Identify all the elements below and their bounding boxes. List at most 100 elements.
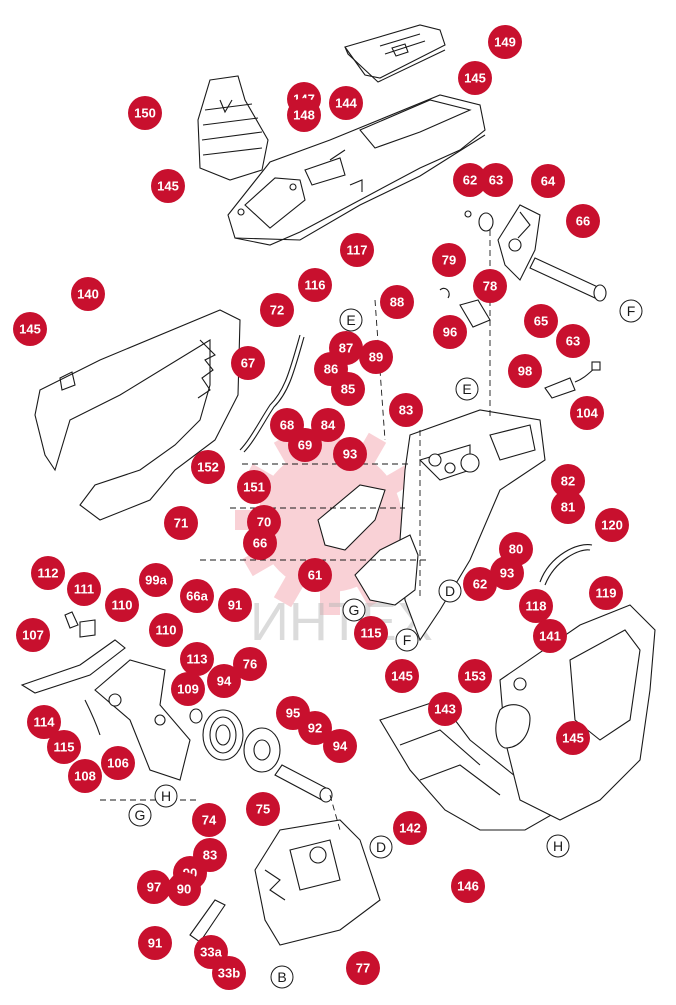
callout-circle [288,428,322,462]
part-callout-92[interactable]: 92 [298,711,332,745]
callout-label: 107 [22,628,44,643]
part-callout-143[interactable]: 143 [428,692,462,726]
part-callout-89[interactable]: 89 [359,340,393,374]
part-callout-84[interactable]: 84 [311,408,345,442]
callout-circle [149,613,183,647]
part-callout-81[interactable]: 81 [551,490,585,524]
part-callout-62[interactable]: 62 [463,567,497,601]
part-callout-91[interactable]: 91 [138,926,172,960]
part-callout-113[interactable]: 113 [180,642,214,676]
part-callout-62[interactable]: 62 [453,163,487,197]
part-callout-149[interactable]: 149 [488,25,522,59]
callout-circle [451,869,485,903]
part-callout-91[interactable]: 91 [218,588,252,622]
part-callout-90[interactable]: 90 [167,872,201,906]
part-callout-120[interactable]: 120 [595,508,629,542]
part-callout-67[interactable]: 67 [231,346,265,380]
part-callout-63[interactable]: 63 [479,163,513,197]
part-callout-110[interactable]: 110 [105,588,139,622]
part-callout-116[interactable]: 116 [298,268,332,302]
part-callout-66[interactable]: 66 [243,526,277,560]
part-callout-118[interactable]: 118 [519,589,553,623]
part-callout-145[interactable]: 145 [556,721,590,755]
callout-circle [180,642,214,676]
part-callout-96[interactable]: 96 [433,315,467,349]
part-callout-85[interactable]: 85 [331,372,365,406]
part-callout-65[interactable]: 65 [524,304,558,338]
part-callout-82[interactable]: 82 [551,464,585,498]
part-callout-148[interactable]: 148 [287,98,321,132]
part-callout-119[interactable]: 119 [589,576,623,610]
part-callout-99a[interactable]: 99a [139,563,173,597]
callout-label: 66a [186,589,208,604]
part-callout-79[interactable]: 79 [432,243,466,277]
part-callout-145[interactable]: 145 [385,659,419,693]
part-callout-77[interactable]: 77 [346,951,380,985]
part-callout-104[interactable]: 104 [570,396,604,430]
part-callout-144[interactable]: 144 [329,86,363,120]
part-callout-63[interactable]: 63 [556,324,590,358]
part-callout-117[interactable]: 117 [340,233,374,267]
reference-label: B [277,969,286,985]
part-callout-153[interactable]: 153 [458,659,492,693]
part-140-side-panel [34,309,241,521]
callout-circle [473,269,507,303]
part-callout-107[interactable]: 107 [16,618,50,652]
part-callout-75[interactable]: 75 [246,792,280,826]
part-callout-106[interactable]: 106 [101,746,135,780]
part-callout-110[interactable]: 110 [149,613,183,647]
part-callout-66a[interactable]: 66a [180,579,214,613]
reference-letter-H: H [546,834,570,858]
part-callout-71[interactable]: 71 [164,506,198,540]
part-callout-83[interactable]: 83 [389,393,423,427]
part-callout-151[interactable]: 151 [237,470,271,504]
part-callout-66[interactable]: 66 [566,204,600,238]
callout-circle [167,872,201,906]
part-callout-108[interactable]: 108 [68,759,102,793]
callout-circle [191,450,225,484]
part-callout-112[interactable]: 112 [31,556,65,590]
part-callout-94[interactable]: 94 [207,664,241,698]
part-callout-152[interactable]: 152 [191,450,225,484]
callout-label: 109 [177,682,199,697]
part-callout-93[interactable]: 93 [490,556,524,590]
part-callout-145[interactable]: 145 [151,169,185,203]
reference-letter-E: E [339,308,363,332]
part-callout-145[interactable]: 145 [458,61,492,95]
callout-layer: 1491451501471481441456263646611779781401… [13,25,629,990]
callout-circle [458,61,492,95]
part-callout-141[interactable]: 141 [533,619,567,653]
part-callout-61[interactable]: 61 [298,558,332,592]
part-callout-115[interactable]: 115 [47,730,81,764]
callout-circle [329,86,363,120]
part-callout-88[interactable]: 88 [380,285,414,319]
callout-circle [246,792,280,826]
part-callout-72[interactable]: 72 [260,293,294,327]
part-callout-78[interactable]: 78 [473,269,507,303]
callout-label: 81 [561,500,575,515]
callout-circle [570,396,604,430]
callout-label: 148 [293,108,315,123]
part-callout-140[interactable]: 140 [71,277,105,311]
part-callout-111[interactable]: 111 [67,572,101,606]
callout-circle [508,354,542,388]
part-callout-114[interactable]: 114 [27,705,61,739]
part-callout-109[interactable]: 109 [171,672,205,706]
part-callout-76[interactable]: 76 [233,647,267,681]
part-callout-64[interactable]: 64 [531,164,565,198]
callout-circle [101,746,135,780]
part-callout-150[interactable]: 150 [128,96,162,130]
part-callout-94[interactable]: 94 [323,729,357,763]
part-callout-98[interactable]: 98 [508,354,542,388]
part-callout-74[interactable]: 74 [192,803,226,837]
part-callout-69[interactable]: 69 [288,428,322,462]
part-callout-115[interactable]: 115 [354,616,388,650]
callout-circle [13,312,47,346]
part-callout-93[interactable]: 93 [333,437,367,471]
part-callout-146[interactable]: 146 [451,869,485,903]
part-callout-97[interactable]: 97 [137,870,171,904]
reference-label: H [553,838,563,854]
part-callout-142[interactable]: 142 [393,811,427,845]
part-callout-33b[interactable]: 33b [212,956,246,990]
part-callout-145[interactable]: 145 [13,312,47,346]
